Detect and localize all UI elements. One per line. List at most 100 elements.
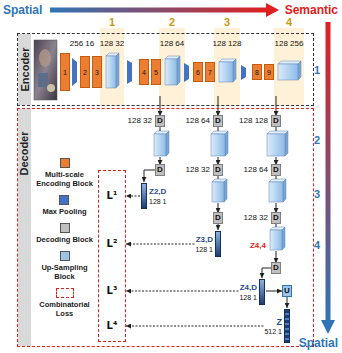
legend-text: Max Pooling <box>42 207 86 216</box>
encoding-block: 7 <box>205 62 215 82</box>
arrow-head <box>321 320 335 334</box>
decoding-block: D <box>155 115 165 127</box>
encoding-block: 6 <box>193 62 203 82</box>
axis-label: Spatial <box>3 3 42 17</box>
max-pooling <box>184 63 189 82</box>
feature-label: Z2,D <box>149 187 166 197</box>
loss-term: L³ <box>107 285 118 297</box>
dimension-anchor: 128 32 <box>244 213 268 223</box>
feature-vector: Z3,D128 1 <box>194 230 222 258</box>
region-title: Decoder <box>18 131 31 175</box>
loss-swatch <box>56 288 74 298</box>
legend-swatch <box>59 195 69 205</box>
max-pooling <box>127 60 132 84</box>
dimension: 128 128 <box>239 116 268 126</box>
block-number: 5 <box>154 68 158 77</box>
dimension-anchor: 128 64 <box>244 165 268 175</box>
encoding-block: 3 <box>92 56 102 88</box>
dimension: 128 64 <box>186 116 210 126</box>
dimension: 128 128 <box>213 39 242 49</box>
feature-text: Z512 1 <box>264 317 282 336</box>
feature-map <box>285 131 288 156</box>
column-number: 1 <box>109 16 115 29</box>
row-number: 4 <box>314 239 320 252</box>
axis-label-anchor: Spatial <box>3 3 42 17</box>
image-detail <box>39 49 51 67</box>
loss-connector <box>126 244 194 245</box>
image-detail <box>47 84 55 92</box>
feature-text: Z4,D128 1 <box>239 283 257 302</box>
feature-map <box>116 53 119 88</box>
feature-map <box>298 61 301 80</box>
encoding-block: 5 <box>151 59 161 85</box>
dimension-anchor: 128 32 <box>100 39 124 49</box>
spatial-semantic-arrow <box>50 8 268 13</box>
input-image <box>34 40 57 100</box>
feature-map <box>270 230 282 250</box>
block-letter: D <box>157 116 163 126</box>
row-number: 3 <box>314 188 320 201</box>
flow-arrow <box>160 96 161 116</box>
loss-connector <box>126 291 238 292</box>
dimension: 128 32 <box>100 39 124 49</box>
block-number: 8 <box>255 68 259 77</box>
region-title: Encoder <box>18 47 31 91</box>
legend-swatch <box>60 223 70 233</box>
block-letter: D <box>157 165 163 175</box>
block-letter: U <box>284 286 290 296</box>
encoding-block: 2 <box>80 56 90 88</box>
upsampling-block: U <box>282 285 292 297</box>
legend-text: Combinatorial Loss <box>33 300 96 318</box>
feature-map <box>211 134 225 156</box>
feature-label: Z4,4 <box>250 241 266 251</box>
label-strip: Encoder <box>18 34 31 105</box>
arrow-head <box>266 3 279 17</box>
block-number: 2 <box>83 68 87 77</box>
dimension: 128 32 <box>186 165 210 175</box>
feature-map <box>212 182 224 202</box>
dimension-anchor: 128 128 <box>213 39 242 49</box>
feature-map <box>106 56 116 88</box>
block-letter: D <box>215 213 221 223</box>
feature-text: Z3,D128 1 <box>195 235 213 254</box>
flow-connector <box>287 297 288 308</box>
decoding-block: D <box>213 212 223 224</box>
flow-arrow <box>276 96 277 116</box>
legend-item: Max Pooling <box>42 195 86 216</box>
column-band <box>159 28 185 106</box>
block-letter: D <box>273 165 279 175</box>
feature-label: 128 1 <box>195 245 213 254</box>
feature-map <box>282 227 285 250</box>
column-number-anchor: 2 <box>169 16 175 29</box>
block-letter: D <box>215 165 221 175</box>
legend-item: Up-Sampling Block <box>33 251 96 281</box>
legend-text: Decoding Block <box>36 235 93 244</box>
feature-label: 128 1 <box>239 293 257 302</box>
flow-connector <box>218 224 219 230</box>
feature-map <box>267 131 288 134</box>
column-number: 2 <box>169 16 175 29</box>
block-number: 4 <box>142 68 146 77</box>
dimension-anchor: 128 128 <box>239 116 268 126</box>
feature-vector: Z2,D128 1 <box>140 182 168 210</box>
column-number: 3 <box>224 16 230 29</box>
feature-map <box>233 59 236 82</box>
legend-item: Decoding Block <box>36 223 93 244</box>
feature-bar <box>215 231 221 257</box>
row-number: 2 <box>314 134 320 147</box>
row-number-anchor: 2 <box>314 134 320 147</box>
dimension: 128 64 <box>244 165 268 175</box>
dimension: 256 16 <box>70 39 94 49</box>
loss-connector <box>126 326 263 327</box>
column-band <box>100 28 124 106</box>
feature-bar <box>284 309 290 343</box>
dimension: 128 256 <box>275 39 304 49</box>
flow-connector <box>266 291 282 292</box>
legend-text: Up-Sampling Block <box>33 263 96 281</box>
block-number: 1 <box>63 68 67 77</box>
row-number-anchor: 1 <box>314 64 320 77</box>
row-number-anchor: 3 <box>314 188 320 201</box>
semantic-spatial-arrow <box>326 22 331 322</box>
legend-text: Multi-scale Encoding Block <box>33 170 96 188</box>
block-letter: D <box>273 116 279 126</box>
